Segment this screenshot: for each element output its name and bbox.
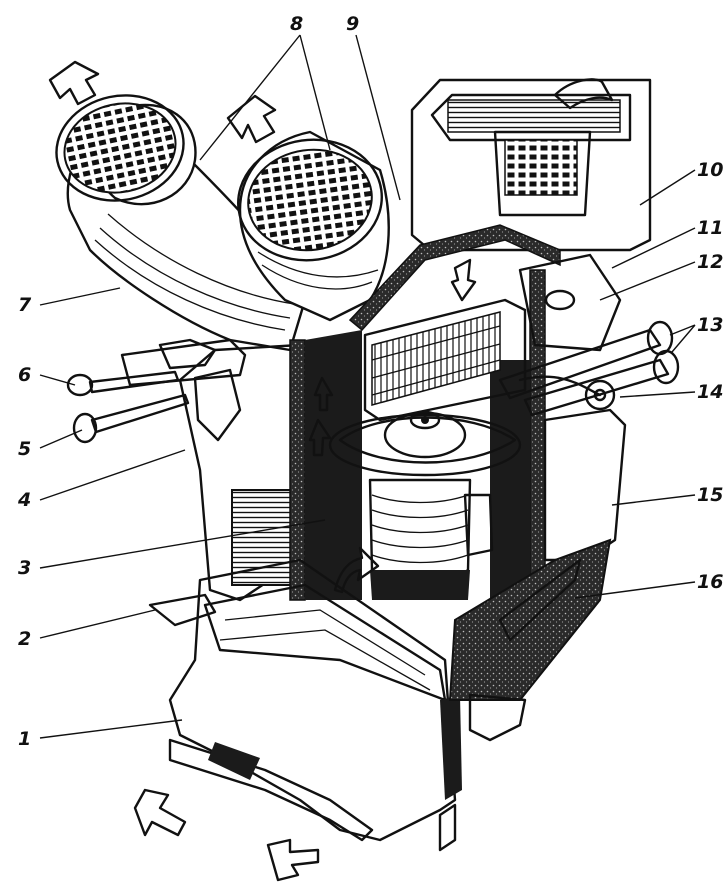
blower-fan-motor xyxy=(328,410,522,600)
lower-distribution-duct xyxy=(148,558,462,852)
callout-3: 3 xyxy=(18,557,31,579)
callout-16: 16 xyxy=(697,571,723,593)
callout-14: 14 xyxy=(697,381,723,403)
coolant-pipes-and-valve xyxy=(498,253,680,417)
callout-7: 7 xyxy=(18,294,32,316)
callout-13: 13 xyxy=(697,314,723,336)
callout-9: 9 xyxy=(346,13,359,35)
mounting-bracket xyxy=(448,538,612,742)
callout-6: 6 xyxy=(18,364,31,386)
air-flow-arrow-icon xyxy=(48,60,277,144)
control-levers xyxy=(66,338,247,444)
side-louvre-grille xyxy=(231,489,295,586)
heater-radiator-core xyxy=(363,298,527,422)
air-intake-box xyxy=(410,78,652,252)
callout-15: 15 xyxy=(697,484,723,506)
heater-housing xyxy=(178,224,627,611)
callout-10: 10 xyxy=(697,159,723,181)
right-air-outlet-duct xyxy=(237,130,390,322)
internal-airflow-arrows xyxy=(308,258,477,594)
callout-2: 2 xyxy=(18,628,31,650)
leader-lines xyxy=(39,34,696,739)
callout-11: 11 xyxy=(697,217,723,239)
callout-numbers: 1 2 3 4 5 6 7 8 9 10 11 12 13 14 15 16 xyxy=(17,13,723,750)
callout-4: 4 xyxy=(17,489,31,511)
callout-8: 8 xyxy=(290,13,303,35)
callout-1: 1 xyxy=(18,728,31,750)
left-air-outlet-duct xyxy=(55,94,307,352)
callout-5: 5 xyxy=(18,438,31,460)
bottom-outlet-arrows xyxy=(133,788,320,882)
callout-12: 12 xyxy=(697,251,723,273)
